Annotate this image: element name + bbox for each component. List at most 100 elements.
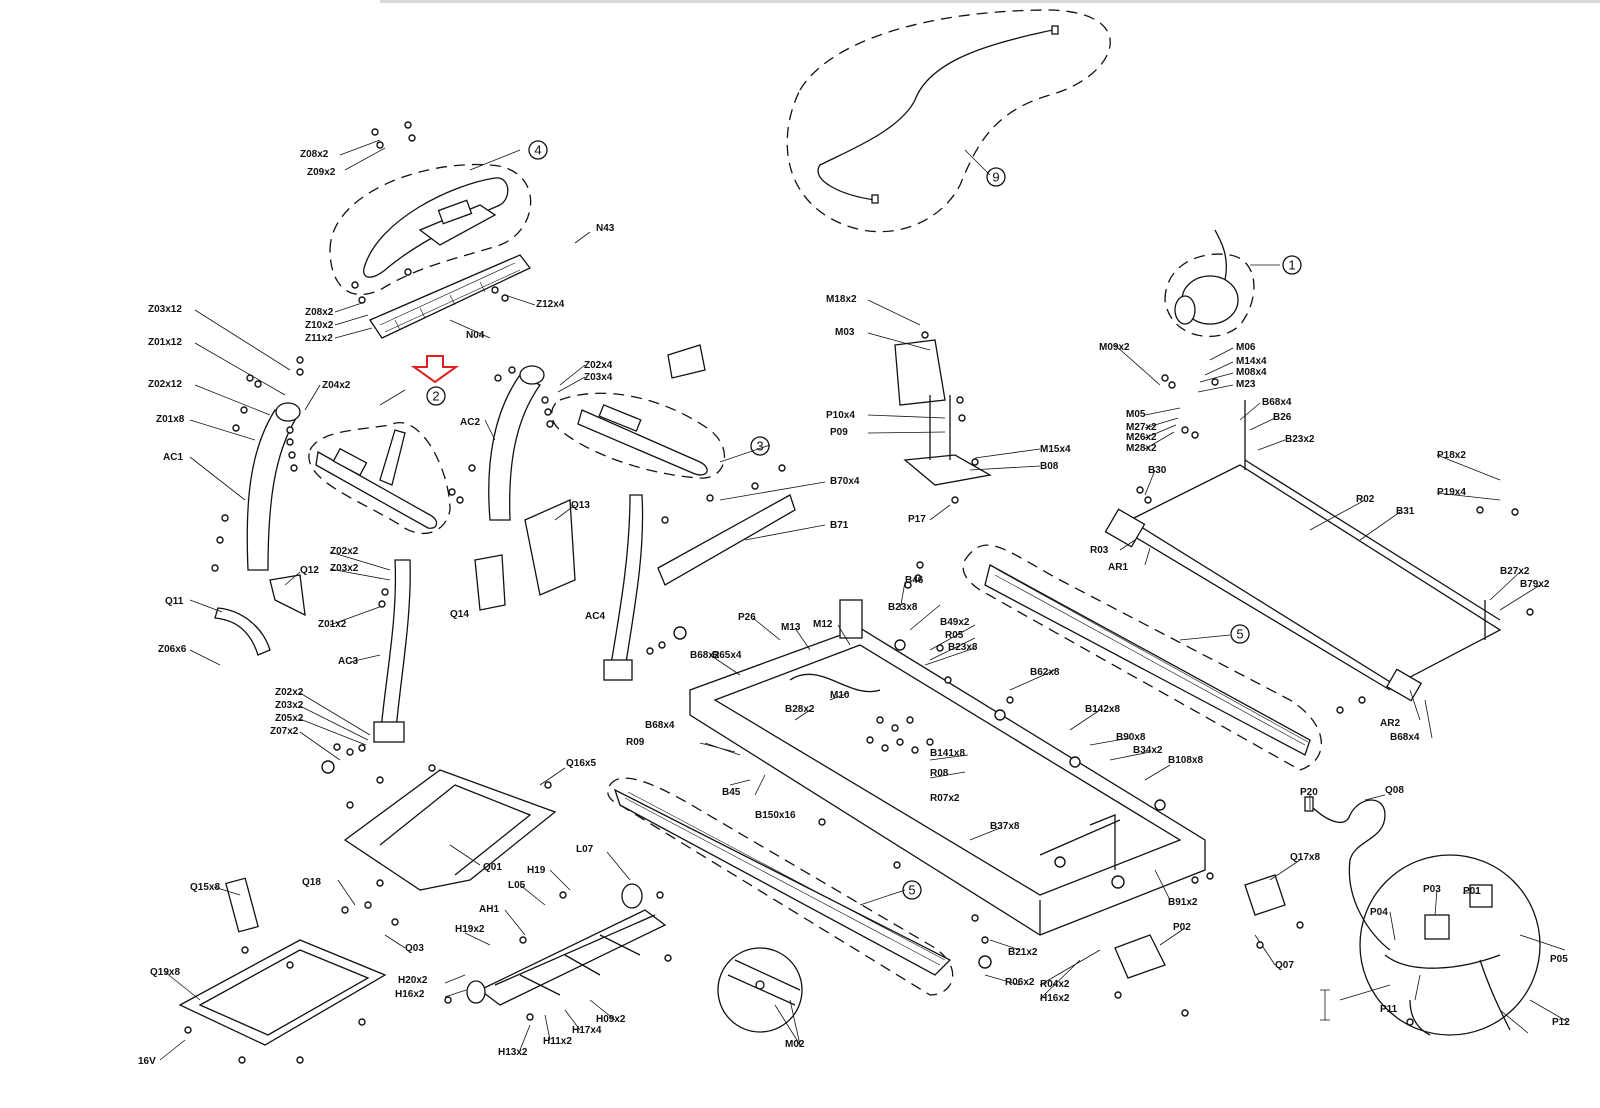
part-label: B68x4 <box>1262 397 1292 408</box>
part-label: Z02x2 <box>275 687 304 698</box>
part-label: AR2 <box>1380 718 1400 729</box>
assembly-callout: 2 <box>426 386 446 406</box>
part-label: M12 <box>813 619 833 630</box>
part-label: M05 <box>1126 409 1146 420</box>
part-label: B108x8 <box>1168 755 1203 766</box>
callout-circle <box>1230 624 1250 644</box>
part-label: M13 <box>781 622 801 633</box>
part-label: P18x2 <box>1437 450 1466 461</box>
assembly-callouts: 1 2 3 4 5 5 9 <box>426 140 1302 900</box>
part-label: AC3 <box>338 656 358 667</box>
part-label: Z01x8 <box>156 414 185 425</box>
part-label: P12 <box>1552 1017 1570 1028</box>
part-label: AC1 <box>163 452 183 463</box>
part-label: P20 <box>1300 787 1318 798</box>
callout-number: 5 <box>1236 627 1243 642</box>
part-label: B30 <box>1148 465 1167 476</box>
part-label: H19 <box>527 865 546 876</box>
assembly-callout: 1 <box>1282 255 1302 275</box>
part-label: Z01x12 <box>148 337 182 348</box>
part-label: B46 <box>905 575 924 586</box>
part-label: H16x2 <box>395 989 425 1000</box>
part-label: Z11x2 <box>305 333 333 344</box>
part-label: M18x2 <box>826 294 857 305</box>
part-label: Q18 <box>302 877 321 888</box>
part-label: R08 <box>930 768 949 779</box>
part-label: P01 <box>1463 886 1481 897</box>
part-label: L05 <box>508 880 526 891</box>
part-label: M15x4 <box>1040 444 1071 455</box>
part-label: Z10x2 <box>305 320 334 331</box>
part-label: B08 <box>1040 461 1059 472</box>
part-label: B28x2 <box>785 704 815 715</box>
assembly-drawings <box>178 9 1541 1046</box>
callout-circle <box>986 167 1006 187</box>
part-label: Z12x4 <box>536 299 565 310</box>
part-label: Z09x2 <box>307 167 336 178</box>
callout-number: 9 <box>992 170 999 185</box>
part-label: Q01 <box>483 862 502 873</box>
callout-circle <box>750 436 770 456</box>
part-label: P09 <box>830 427 848 438</box>
callout-circle <box>902 880 922 900</box>
assembly-callout: 3 <box>750 436 770 456</box>
part-label: Q19x8 <box>150 967 180 978</box>
part-label: P04 <box>1370 907 1388 918</box>
part-label: P26 <box>738 612 756 623</box>
part-label: B26 <box>1273 412 1292 423</box>
part-label: B141x8 <box>930 748 965 759</box>
part-labels: Z08x2Z09x2N43Z08x2Z10x2Z11x2Z12x4N04Z03x… <box>138 149 1570 1067</box>
part-label: B21x2 <box>1008 947 1038 958</box>
fastener-dots <box>184 121 1534 1064</box>
part-label: Z01x2 <box>318 619 347 630</box>
part-label: B65x4 <box>712 650 742 661</box>
assembly-callout: 4 <box>528 140 548 160</box>
part-label: Z08x2 <box>305 307 334 318</box>
part-label: B71 <box>830 520 849 531</box>
part-label: P11 <box>1380 1004 1398 1015</box>
part-label: Q15x8 <box>190 882 220 893</box>
part-label: M27x2 <box>1126 422 1157 433</box>
part-label: M09x2 <box>1099 342 1130 353</box>
part-label: M14x4 <box>1236 356 1267 367</box>
part-label: Z03x2 <box>275 700 304 711</box>
part-label: Z02x2 <box>330 546 359 557</box>
part-label: AC2 <box>460 417 480 428</box>
part-label: M06 <box>1236 342 1256 353</box>
part-label: Z02x4 <box>584 360 613 371</box>
part-label: H16x2 <box>1040 993 1070 1004</box>
part-label: R05 <box>945 630 964 641</box>
part-label: H17x4 <box>572 1025 602 1036</box>
part-label: Z03x2 <box>330 563 359 574</box>
part-label: Z03x12 <box>148 304 182 315</box>
part-label: B79x2 <box>1520 579 1550 590</box>
top-border-strip <box>380 0 1600 3</box>
part-label: B150x16 <box>755 810 796 821</box>
part-label: H19x2 <box>455 924 485 935</box>
part-label: AH1 <box>479 904 499 915</box>
part-label: Z02x12 <box>148 379 182 390</box>
callout-number: 1 <box>1288 258 1295 273</box>
part-label: N04 <box>466 330 485 341</box>
part-label: B23x2 <box>1285 434 1315 445</box>
part-label: B91x2 <box>1168 897 1198 908</box>
part-label: Q11 <box>165 596 184 607</box>
leader-lines <box>159 139 1569 1061</box>
assembly-callout: 5 <box>902 880 922 900</box>
part-label: Q13 <box>571 500 590 511</box>
part-label: Q14 <box>450 609 469 620</box>
part-label: H11x2 <box>543 1036 572 1047</box>
part-label: R04x2 <box>1040 979 1070 990</box>
part-label: H09x2 <box>596 1014 626 1025</box>
part-label: Z07x2 <box>270 726 299 737</box>
callout-circle <box>1282 255 1302 275</box>
part-label: P10x4 <box>826 410 855 421</box>
part-label: B23x8 <box>948 642 978 653</box>
part-label: 16V <box>138 1056 156 1067</box>
part-label: B68x4 <box>645 720 675 731</box>
part-label: M03 <box>835 327 855 338</box>
part-label: P19x4 <box>1437 487 1466 498</box>
part-label: Z03x4 <box>584 372 613 383</box>
assembly-callout: 5 <box>1230 624 1250 644</box>
